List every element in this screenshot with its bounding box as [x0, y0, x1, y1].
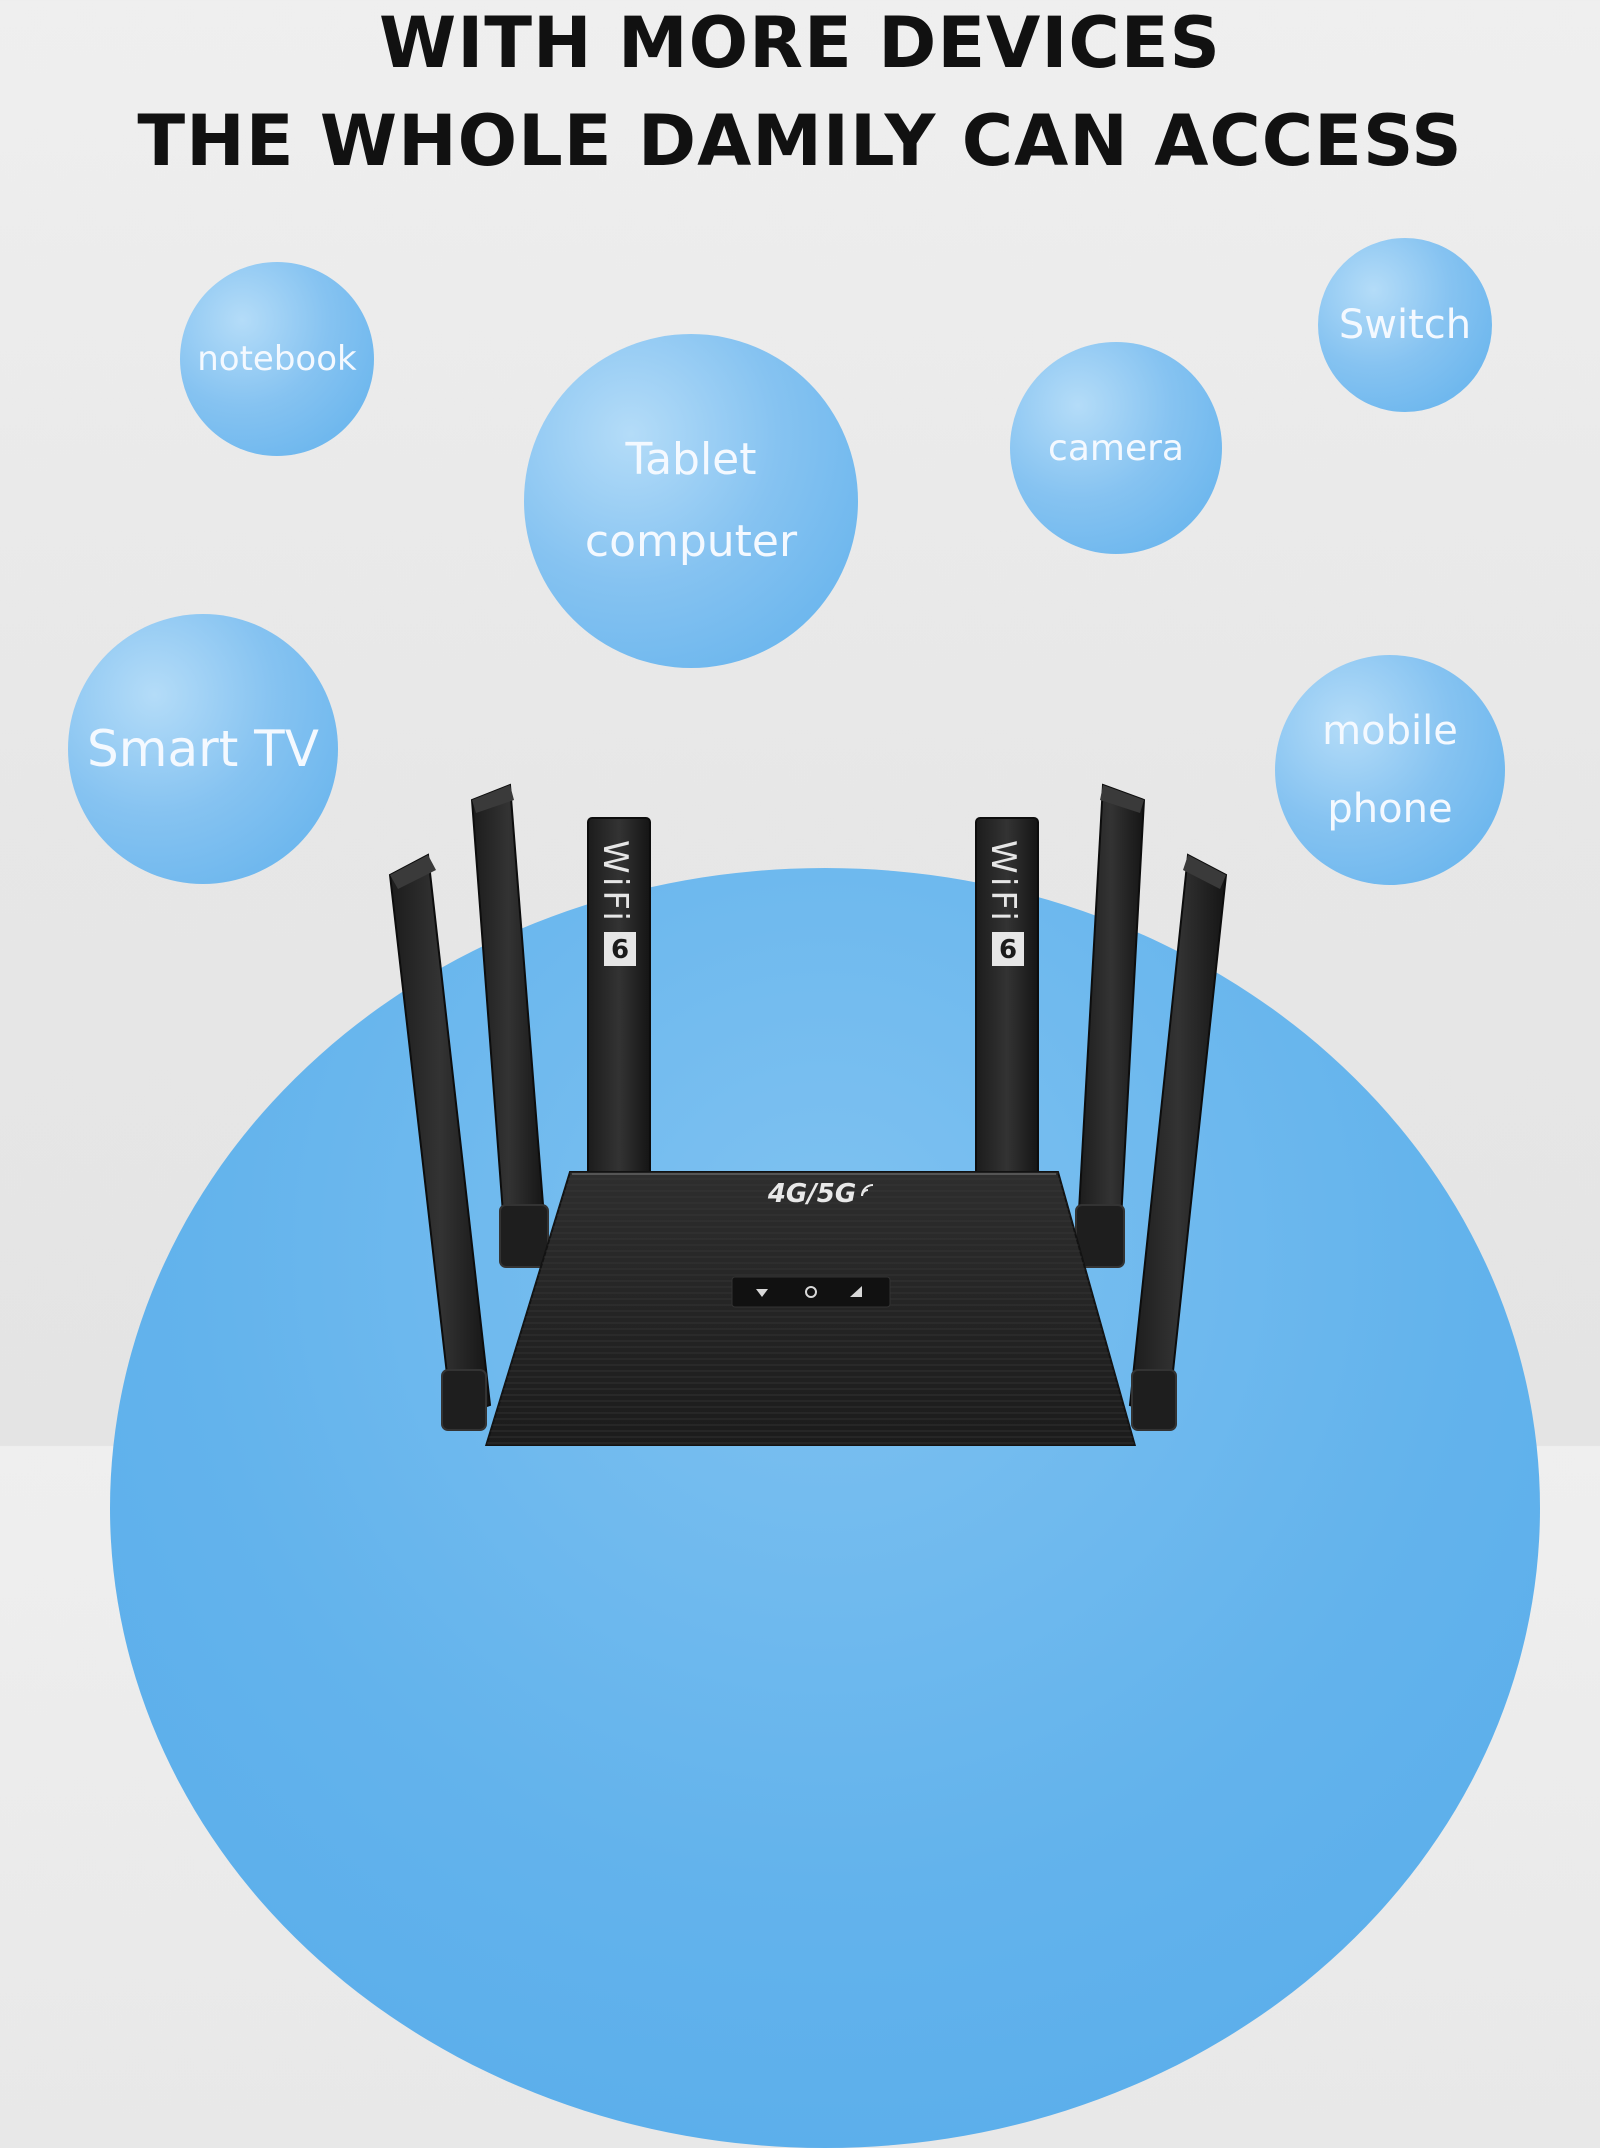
bubble-tablet-label-line-1: Tablet: [625, 434, 757, 485]
bubble-mobile-phone: mobile phone: [1275, 655, 1505, 885]
bubble-smart-tv-label: Smart TV: [87, 720, 319, 778]
headline-line-2: THE WHOLE DAMILY CAN ACCESS: [137, 100, 1463, 182]
bubble-camera-label: camera: [1048, 427, 1184, 469]
bubble-mobile-label-line-2: phone: [1327, 786, 1453, 832]
bubble-tablet-computer: Tablet computer: [524, 334, 858, 668]
headline-line-1: WITH MORE DEVICES: [379, 2, 1221, 84]
antenna-left-middle: [470, 783, 549, 1268]
antenna-right-middle: [1075, 783, 1146, 1268]
indicator-panel: [731, 1276, 891, 1308]
antenna-wifi-right-label: WiFi: [983, 840, 1023, 925]
bubble-switch-label: Switch: [1338, 302, 1472, 348]
bubble-notebook-label: notebook: [197, 339, 357, 379]
wifi-indicator-icon: [756, 1289, 768, 1297]
router-signal-mark: [861, 1184, 874, 1197]
router-brand-label: 4G/5G: [767, 1179, 856, 1209]
antenna-wifi-right-badge: 6: [999, 935, 1017, 965]
antenna-right-outer: [1128, 853, 1228, 1431]
antenna-wifi-left-badge: 6: [611, 935, 629, 965]
router-body: [484, 1171, 1137, 1446]
antenna-wifi-left-label: WiFi: [595, 840, 635, 925]
antenna-wifi-left: WiFi 6: [587, 817, 651, 1179]
bubble-camera: camera: [1010, 342, 1222, 554]
antenna-wifi-right: WiFi 6: [975, 817, 1039, 1179]
bubble-notebook: notebook: [180, 262, 374, 456]
bubble-switch: Switch: [1318, 238, 1492, 412]
bubble-mobile-label-line-1: mobile: [1322, 708, 1458, 754]
signal-indicator-icon: [850, 1286, 862, 1297]
router-illustration: WiFi 6 WiFi 6 4G/5G: [388, 783, 1228, 1446]
bubble-smart-tv: Smart TV: [68, 614, 338, 884]
antenna-left-outer: [388, 853, 492, 1431]
bubble-tablet-label-line-2: computer: [584, 516, 798, 567]
power-indicator-icon: [805, 1286, 817, 1298]
